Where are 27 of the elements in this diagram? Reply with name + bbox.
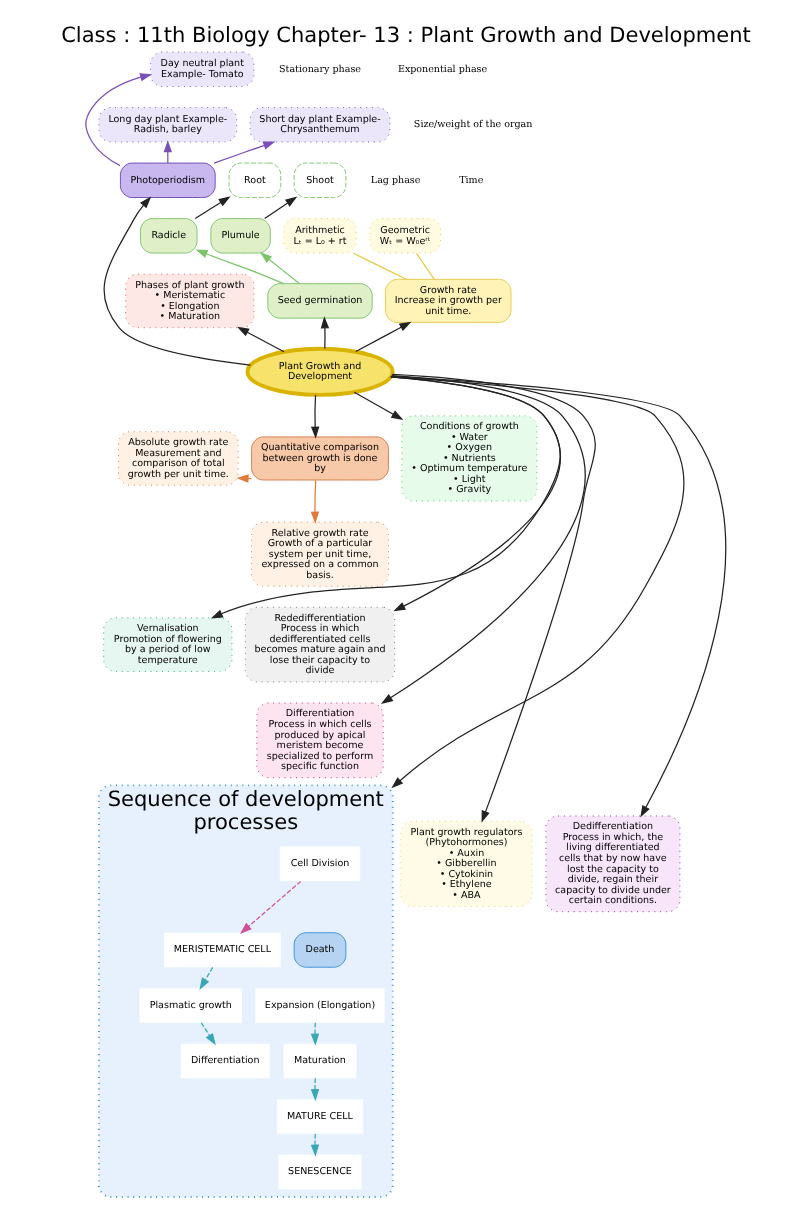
arrow bbox=[391, 373, 596, 823]
connector bbox=[415, 252, 435, 280]
arrow bbox=[200, 1022, 216, 1046]
arrow bbox=[199, 966, 214, 990]
arrow bbox=[310, 479, 320, 524]
arrow bbox=[355, 321, 412, 353]
arrow bbox=[390, 376, 685, 789]
arrow bbox=[310, 1133, 320, 1157]
arrow bbox=[353, 391, 404, 421]
arrow bbox=[195, 249, 285, 285]
arrow bbox=[194, 196, 231, 220]
connector bbox=[352, 252, 407, 280]
arrow bbox=[103, 196, 252, 366]
arrow bbox=[320, 316, 330, 350]
arrow bbox=[213, 141, 276, 164]
arrow bbox=[390, 375, 727, 818]
arrow bbox=[310, 394, 320, 439]
arrow bbox=[380, 375, 586, 704]
diagram-title: Class : 11th Biology Chapter- 13 : Plant Growth and Development bbox=[61, 24, 751, 49]
arrow bbox=[259, 252, 300, 285]
arrow bbox=[237, 326, 285, 353]
arrow bbox=[310, 1022, 320, 1046]
arrow bbox=[264, 196, 298, 220]
arrow bbox=[210, 376, 561, 619]
arrow bbox=[85, 73, 153, 167]
arrow bbox=[310, 1077, 320, 1102]
arrow bbox=[239, 880, 302, 934]
